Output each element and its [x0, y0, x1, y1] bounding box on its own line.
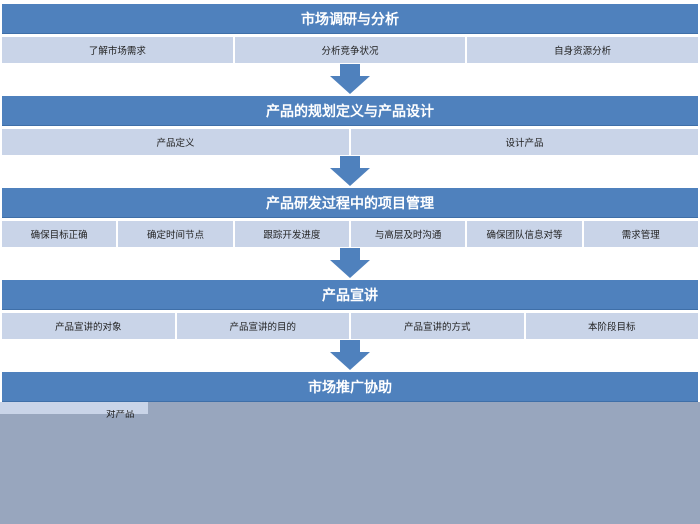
stage-items: 产品定义 设计产品 — [2, 129, 698, 155]
down-arrow-icon — [330, 156, 370, 186]
stage-item: 了解市场需求 — [2, 37, 235, 63]
stage-item: 确保目标正确 — [2, 221, 119, 247]
down-arrow-icon — [330, 64, 370, 94]
stage-item: 本阶段目标 — [525, 313, 698, 339]
partial-item-cell — [0, 402, 148, 414]
stage-item: 产品宣讲的目的 — [176, 313, 351, 339]
down-arrow-icon — [330, 340, 370, 370]
stage-item: 需求管理 — [583, 221, 698, 247]
stage-item: 确保团队信息对等 — [467, 221, 584, 247]
stage-item: 产品宣讲的方式 — [351, 313, 526, 339]
stage-item: 设计产品 — [351, 129, 698, 155]
stage-product-presentation: 产品宣讲 产品宣讲的对象 产品宣讲的目的 产品宣讲的方式 本阶段目标 — [2, 280, 698, 339]
obscuring-overlay — [0, 402, 700, 524]
stage-product-planning: 产品的规划定义与产品设计 产品定义 设计产品 — [2, 96, 698, 155]
stage-project-management: 产品研发过程中的项目管理 确保目标正确 确定时间节点 跟踪开发进度 与高层及时沟… — [2, 188, 698, 247]
stage-title: 市场调研与分析 — [2, 4, 698, 34]
stage-marketing-support: 市场推广协助 — [2, 372, 698, 402]
stage-item: 产品定义 — [2, 129, 351, 155]
stage-item: 与高层及时沟通 — [350, 221, 468, 247]
stage-item: 产品宣讲的对象 — [2, 313, 177, 339]
down-arrow-icon — [330, 248, 370, 278]
partial-item-label: 对产品 — [106, 410, 135, 418]
stage-item: 确定时间节点 — [118, 221, 235, 247]
stage-items: 确保目标正确 确定时间节点 跟踪开发进度 与高层及时沟通 确保团队信息对等 需求… — [2, 221, 698, 247]
stage-title: 产品研发过程中的项目管理 — [2, 188, 698, 218]
stage-title: 产品的规划定义与产品设计 — [2, 96, 698, 126]
stage-market-research: 市场调研与分析 了解市场需求 分析竞争状况 自身资源分析 — [2, 4, 699, 63]
stage-title: 市场推广协助 — [2, 372, 698, 402]
stage-item: 自身资源分析 — [467, 37, 699, 63]
stage-items: 了解市场需求 分析竞争状况 自身资源分析 — [2, 37, 699, 63]
stage-title: 产品宣讲 — [2, 280, 698, 310]
stage-item: 跟踪开发进度 — [234, 221, 351, 247]
stage-item: 分析竞争状况 — [234, 37, 468, 63]
stage-items: 产品宣讲的对象 产品宣讲的目的 产品宣讲的方式 本阶段目标 — [2, 313, 698, 339]
